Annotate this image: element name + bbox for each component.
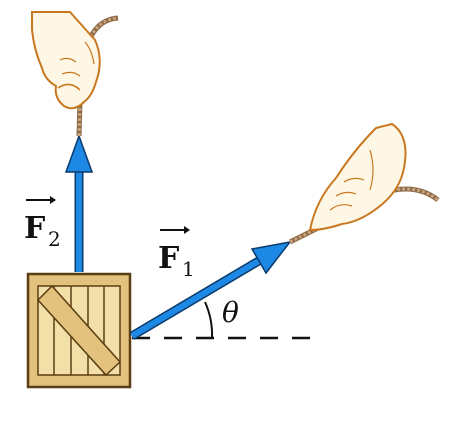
force-1-arrow — [129, 240, 292, 340]
angle-arc — [204, 301, 214, 339]
label-force-2: F 2 — [24, 196, 61, 251]
hand-right — [308, 122, 407, 232]
crate — [26, 272, 132, 389]
force-2-subscript: 2 — [48, 227, 61, 251]
force-1-subscript: 1 — [182, 257, 195, 281]
hand-top — [31, 11, 101, 110]
force-1-symbol: F — [158, 241, 179, 276]
force-2-symbol: F — [24, 211, 45, 246]
force-2-arrow — [64, 133, 94, 272]
label-force-1: F 1 — [158, 226, 195, 281]
angle-label: θ — [222, 296, 239, 329]
